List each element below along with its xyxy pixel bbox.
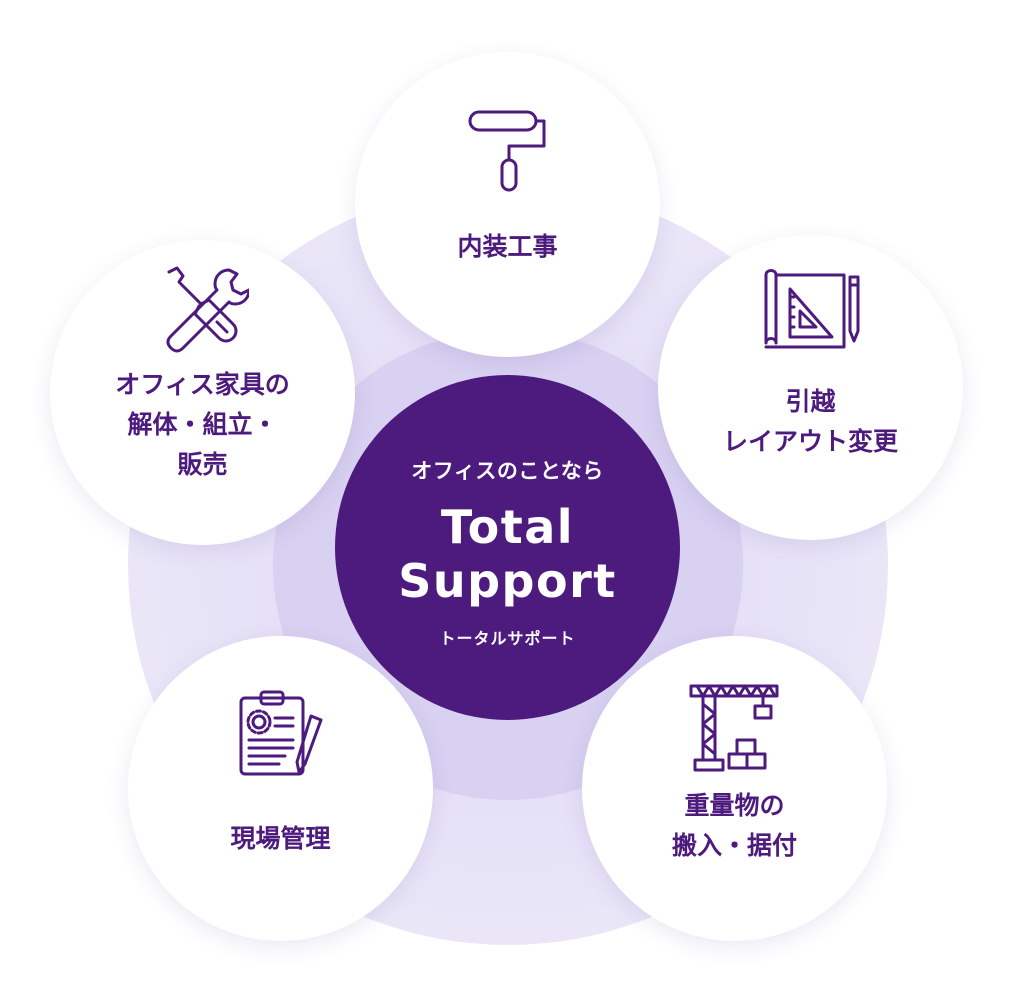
center-kana: トータルサポート bbox=[439, 629, 576, 648]
service-heavy-goods: 重量物の 搬入・据付 bbox=[582, 636, 887, 941]
tools-icon bbox=[157, 262, 250, 358]
service-interior: 内装工事 bbox=[355, 52, 660, 357]
service-site-management-label: 現場管理 bbox=[230, 824, 331, 853]
service-interior-label: 内装工事 bbox=[457, 232, 558, 261]
center-circle: オフィスのことなら Total Support トータルサポート bbox=[335, 375, 680, 720]
center-subtitle: オフィスのことなら bbox=[411, 459, 604, 483]
crane-icon bbox=[685, 682, 785, 778]
paint-roller-icon bbox=[458, 104, 558, 198]
blueprint-icon bbox=[756, 263, 866, 362]
service-layout-label: 引越 レイアウト変更 bbox=[722, 387, 898, 456]
clipboard-icon bbox=[235, 688, 327, 782]
service-site-management: 現場管理 bbox=[128, 636, 433, 941]
service-layout: 引越 レイアウト変更 bbox=[658, 235, 963, 540]
center-title-line2: Support bbox=[398, 554, 617, 608]
service-furniture-label: オフィス家具の 解体・組立・ 販売 bbox=[115, 370, 290, 479]
center-title: Total Support bbox=[335, 500, 680, 608]
service-heavy-goods-label: 重量物の 搬入・据付 bbox=[671, 791, 797, 860]
service-furniture: オフィス家具の 解体・組立・ 販売 bbox=[50, 240, 355, 545]
center-title-line1: Total bbox=[440, 500, 575, 554]
